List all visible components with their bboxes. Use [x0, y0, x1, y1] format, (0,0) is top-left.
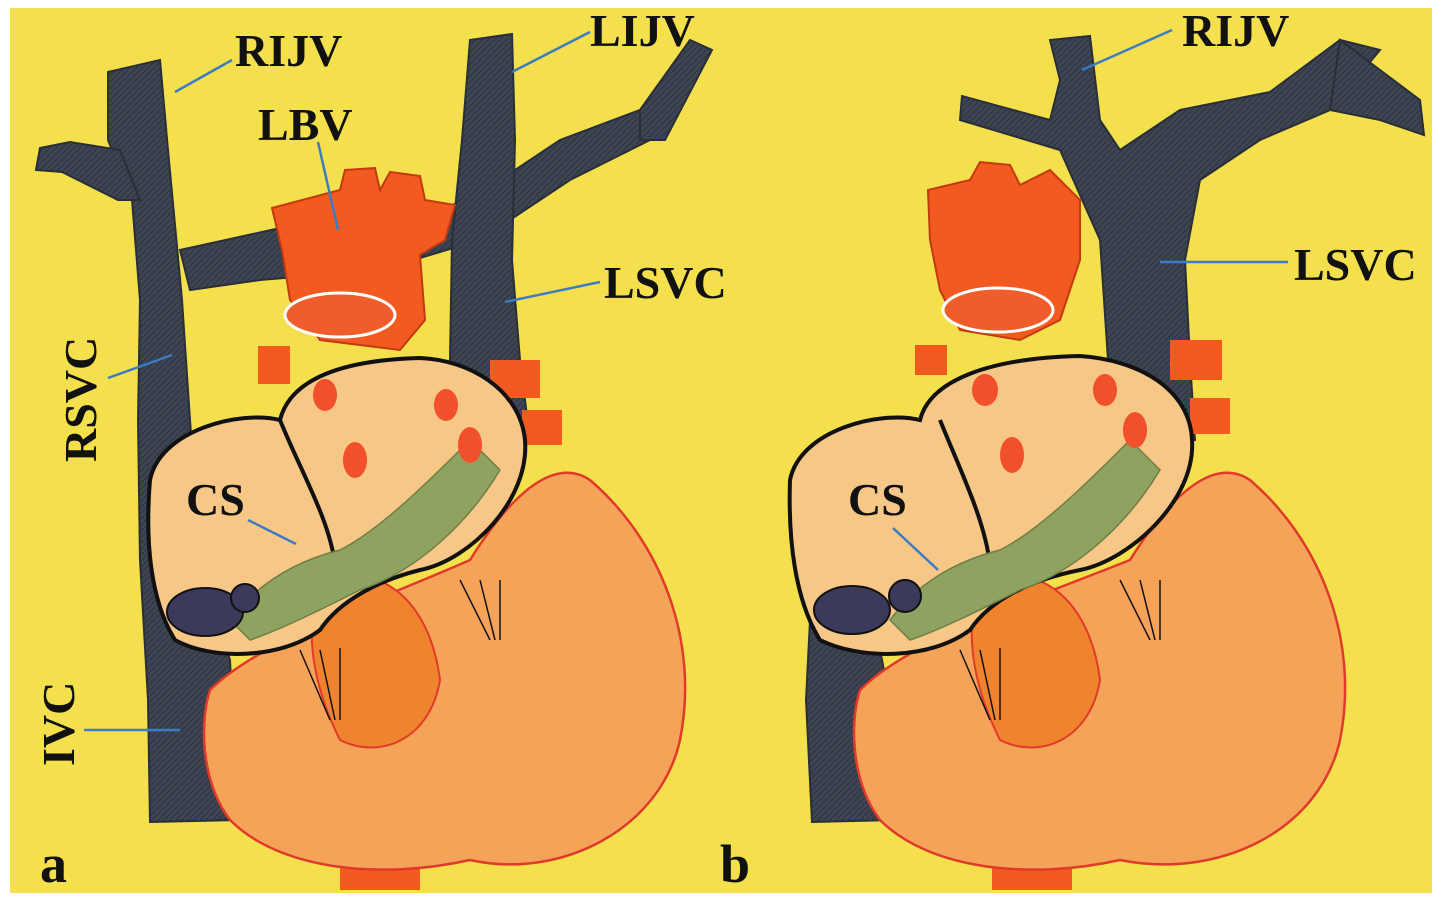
panel-a-lsvc-label: LSVC	[604, 257, 727, 308]
panel-a-lijv-label: LIJV	[590, 5, 695, 56]
panel-b-pulmonary-vein-1	[972, 374, 998, 406]
panel-b-cs-ostium-2	[889, 580, 921, 612]
panel-b-pulmonary-vein-3	[1093, 374, 1117, 406]
panel-a-rijv-label: RIJV	[235, 25, 342, 76]
panel-b-cs-label: CS	[848, 474, 907, 525]
panel-a-letter: a	[40, 834, 67, 894]
panel-b-pulmonary-branch-1	[1170, 340, 1222, 380]
panel-a-pulmonary-branch-2	[522, 410, 562, 445]
panel-b-pulmonary-vein-4	[1123, 412, 1147, 448]
panel-a-pulmonary-vein-4	[458, 427, 482, 463]
panel-b-cs-ostium	[814, 586, 890, 634]
panel-a-pulmonary-vein-2	[343, 442, 367, 478]
panel-b-pulmonary-vein-2	[1000, 437, 1024, 473]
panel-a-lbv-label: LBV	[258, 99, 353, 150]
panel-a-rsvc-label: RSVC	[55, 337, 106, 462]
panel-b-lsvc-label: LSVC	[1294, 239, 1417, 290]
panel-b-aortic-root	[943, 288, 1053, 332]
panel-a-cs-ostium-2	[231, 584, 259, 612]
panel-b-letter: b	[720, 834, 750, 894]
panel-a-right-artery-stub	[258, 346, 290, 384]
panel-a-aortic-root	[285, 293, 395, 337]
panel-a-pulmonary-vein-1	[313, 379, 337, 411]
panel-a-pulmonary-vein-3	[434, 389, 458, 421]
panel-a-cs-label: CS	[186, 474, 245, 525]
panel-b-pulmonary-branch-2	[1190, 398, 1230, 434]
panel-b-right-artery-stub	[915, 345, 947, 375]
panel-b-rijv-label: RIJV	[1182, 5, 1289, 56]
panel-a-ivc-label: IVC	[33, 682, 84, 766]
